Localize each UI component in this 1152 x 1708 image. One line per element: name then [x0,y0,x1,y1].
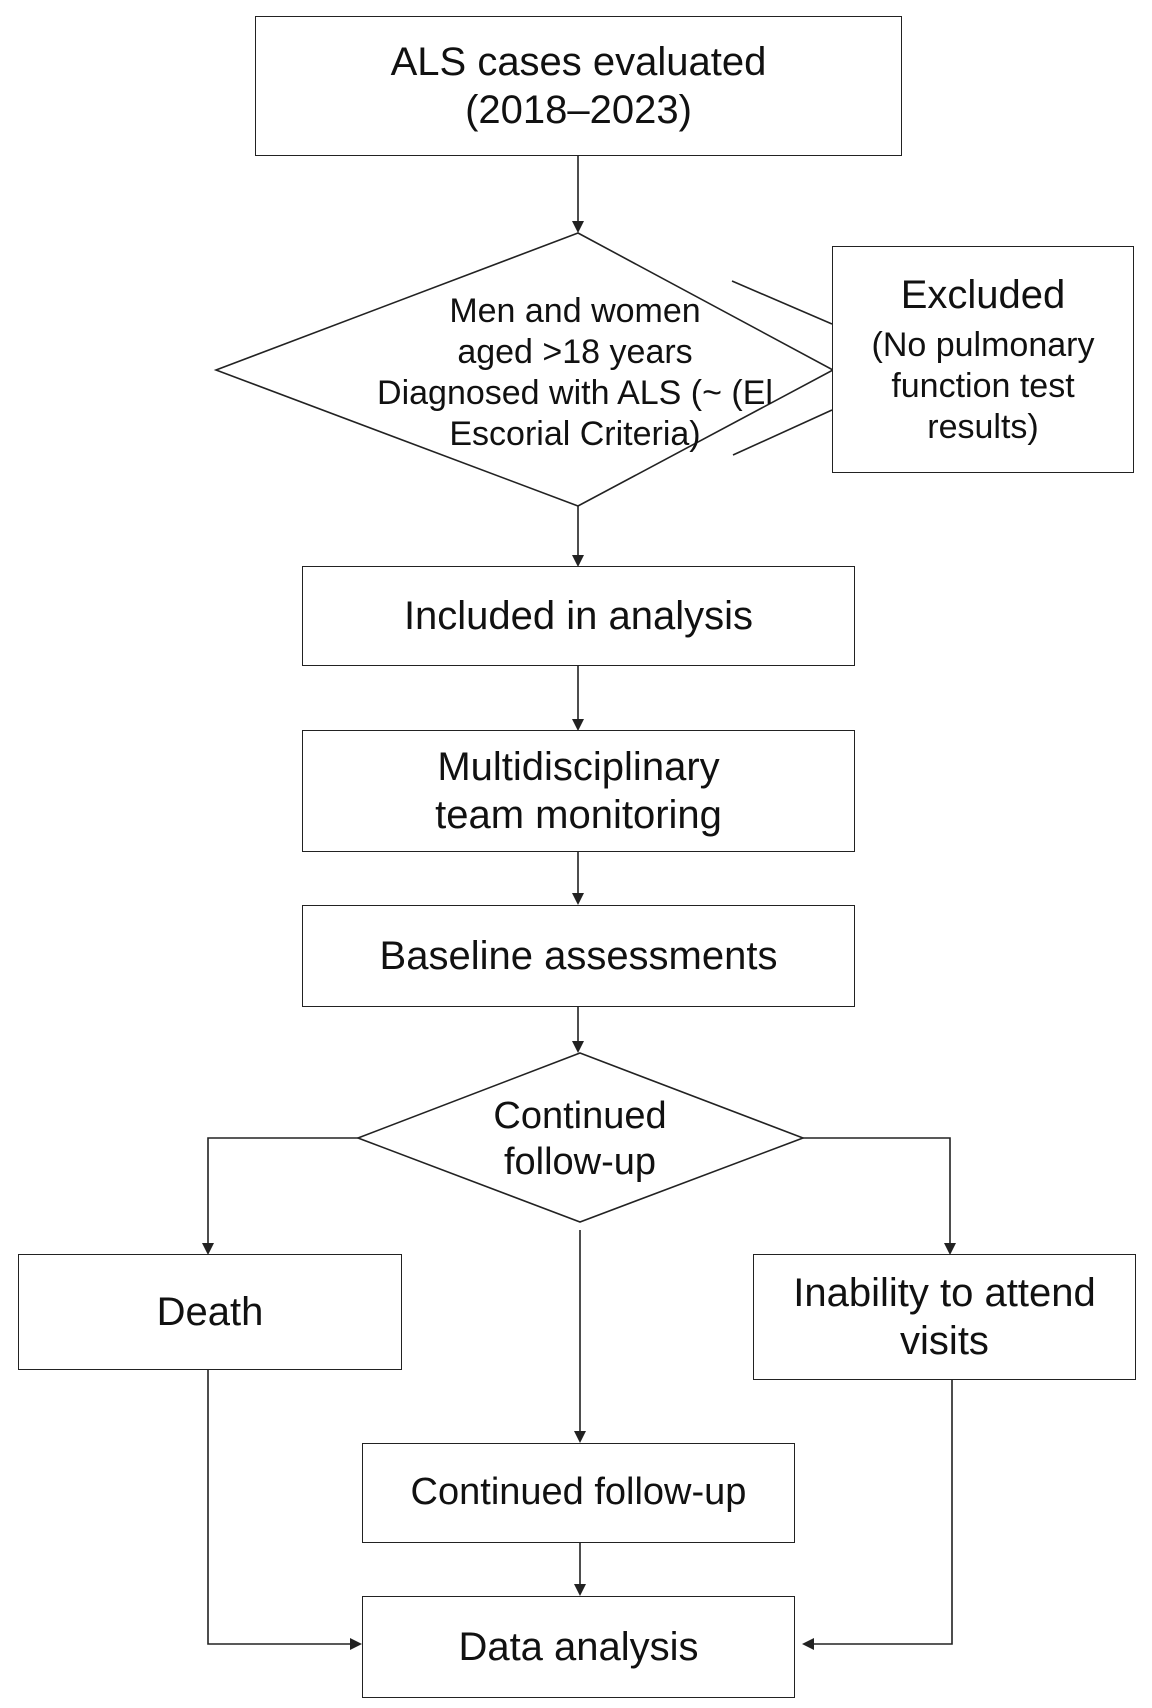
death-label: Death [156,1290,264,1334]
criteria-line-4: Escorial Criteria) [449,414,701,453]
baseline-label: Baseline assessments [379,934,778,978]
cases-line-1: ALS cases evaluated [390,40,767,84]
excluded-line-3: results) [927,407,1039,446]
data-analysis-box: Data analysis [362,1596,795,1698]
included-label: Included in analysis [403,594,754,638]
connector-criteria-excluded-top [731,280,833,325]
death-box: Death [18,1254,402,1370]
arrow-inability-to-analysis [802,1380,953,1650]
cases-evaluated-box: ALS cases evaluated (2018–2023) [255,16,902,156]
inclusion-criteria-text: Men and women aged >18 years Diagnosed w… [350,288,800,458]
monitoring-line-1: Multidisciplinary [437,745,720,789]
followup-decision-line-2: follow-up [503,1141,657,1183]
inability-line-1: Inability to attend [793,1271,1096,1315]
baseline-assessments-box: Baseline assessments [302,905,855,1007]
continued-followup-decision-text: Continued follow-up [440,1085,720,1195]
followup-decision-line-1: Continued [493,1095,667,1138]
arrow-followup-to-inability [803,1137,956,1255]
continued-followup-label: Continued follow-up [410,1471,747,1514]
excluded-box: Excluded (No pulmonary function test res… [832,246,1134,473]
arrow-death-to-analysis [207,1370,362,1650]
criteria-line-3: Diagnosed with ALS (~ (El [377,374,773,412]
excluded-title: Excluded [900,273,1066,318]
criteria-line-2: aged >18 years [457,333,693,372]
criteria-line-1: Men and women [449,292,701,331]
continued-followup-box: Continued follow-up [362,1443,795,1543]
monitoring-line-2: team monitoring [435,793,722,837]
data-analysis-label: Data analysis [458,1625,699,1669]
arrow-followup-to-death [202,1137,358,1255]
excluded-line-1: (No pulmonary [871,326,1095,365]
multidisciplinary-monitoring-box: Multidisciplinary team monitoring [302,730,855,852]
cases-line-2: (2018–2023) [465,88,692,132]
included-in-analysis-box: Included in analysis [302,566,855,666]
inability-to-attend-box: Inability to attend visits [753,1254,1136,1380]
excluded-line-2: function test [891,367,1075,406]
inability-line-2: visits [900,1319,989,1363]
followup-diamond [355,1052,806,1223]
connector-criteria-excluded-bottom [732,409,833,456]
